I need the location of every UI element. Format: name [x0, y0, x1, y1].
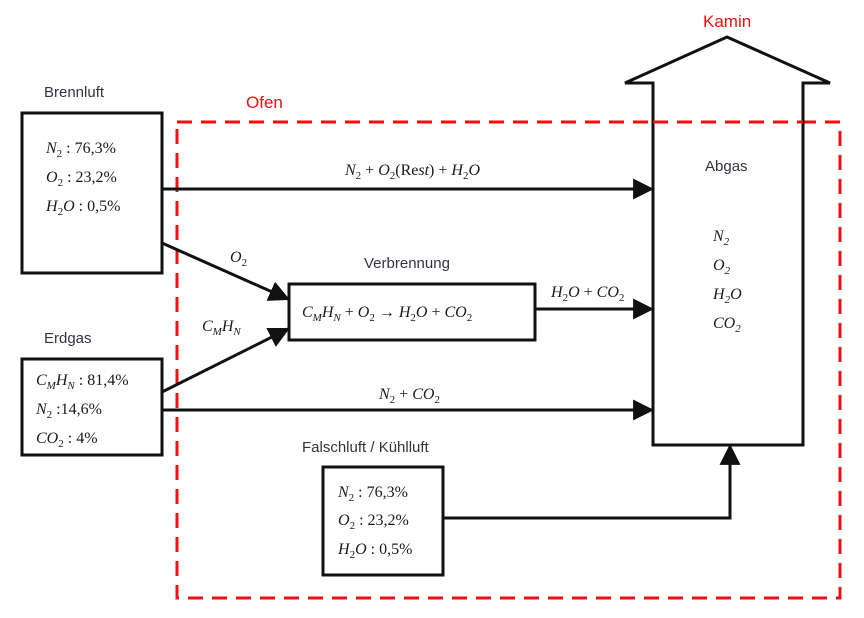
- flow-label-gas-bypass: N2 + CO2: [378, 386, 440, 406]
- abgas-h2o: H2O: [712, 286, 742, 306]
- verbrennung-label: Verbrennung: [364, 255, 450, 272]
- ofen-boundary: [175, 120, 842, 600]
- brennluft-label: Brennluft: [44, 84, 105, 101]
- kamin-label: Kamin: [703, 12, 751, 31]
- flow-arrow-oxygen: [161, 241, 290, 301]
- reaction-equation: CMHN + O2 → H2O + CO2: [302, 304, 472, 324]
- brennluft-h2o: H2O : 0,5%: [45, 198, 120, 218]
- flow-label-combustion-products: H2O + CO2: [550, 284, 624, 304]
- verbrennung-box: [287, 282, 537, 342]
- falschluft-label: Falschluft / Kühlluft: [302, 439, 430, 456]
- brennluft-box: [20, 111, 164, 275]
- erdgas-n2: N2 :14,6%: [35, 401, 102, 421]
- falschluft-o2: O2 : 23,2%: [338, 512, 409, 532]
- ofen-label: Ofen: [246, 93, 283, 112]
- abgas-co2: CO2: [713, 315, 741, 335]
- flow-label-air-bypass: N2 + O2(Rest) + H2O: [344, 162, 480, 182]
- erdgas-cmhn: CMHN : 81,4%: [36, 372, 129, 392]
- flow-arrow-fuel: [161, 327, 290, 394]
- abgas-label: Abgas: [705, 158, 748, 175]
- erdgas-co2: CO2 : 4%: [36, 430, 98, 450]
- brennluft-composition: N2 : 76,3% O2 : 23,2% H2O : 0,5%: [45, 140, 120, 218]
- brennluft-o2: O2 : 23,2%: [46, 169, 117, 189]
- flow-label-oxygen: O2: [230, 249, 247, 269]
- flow-arrow-falschluft: [443, 443, 741, 520]
- erdgas-box: [20, 357, 164, 457]
- erdgas-composition: CMHN : 81,4% N2 :14,6% CO2 : 4%: [35, 372, 129, 450]
- brennluft-n2: N2 : 76,3%: [45, 140, 116, 160]
- flow-label-fuel: CMHN: [202, 318, 241, 338]
- falschluft-composition: N2 : 76,3% O2 : 23,2% H2O : 0,5%: [337, 484, 412, 561]
- falschluft-h2o: H2O : 0,5%: [337, 541, 412, 561]
- kamin-chimney: [624, 35, 831, 447]
- erdgas-label: Erdgas: [44, 330, 92, 347]
- falschluft-box: [321, 465, 445, 577]
- falschluft-n2: N2 : 76,3%: [337, 484, 408, 504]
